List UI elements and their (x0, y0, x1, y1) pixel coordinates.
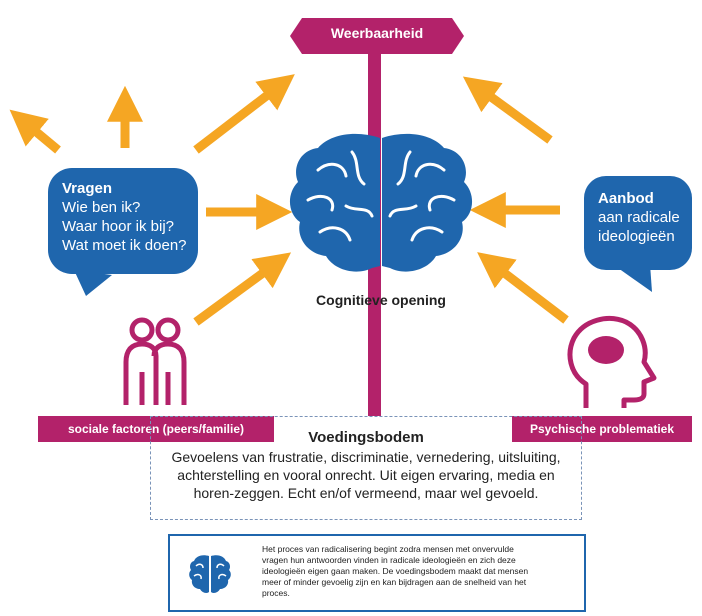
arrow-to-signpost-left (193, 74, 295, 154)
signpost-sign (290, 18, 464, 54)
offer-title: Aanbod (598, 190, 654, 207)
questions-title: Vragen (62, 180, 113, 197)
signpost-label: Weerbaarheid (330, 25, 424, 41)
questions-line-3: Wat moet ik doen? (62, 237, 187, 254)
voedingsbodem-box: Voedingsbodem Gevoelens van frustratie, … (150, 416, 582, 520)
note-line-4: meer of minder gevoelig zijn en kan bijd… (262, 577, 527, 587)
right-bubble-tail (618, 264, 652, 292)
questions-line-1: Wie ben ik? (62, 199, 141, 216)
voedingsbodem-line-3: horen-zeggen. Echt en/of vermeend, maar … (193, 485, 539, 501)
voedingsbodem-line-1: Gevoelens van frustratie, discriminatie,… (171, 449, 561, 465)
left-bubble-tail (74, 270, 112, 296)
voedingsbodem-line-2: achterstelling en vooral onrecht. Uit ei… (177, 467, 555, 483)
voedingsbodem-title: Voedingsbodem (308, 429, 424, 446)
brain-icon (189, 555, 231, 593)
questions-line-2: Waar hoor ik bij? (62, 218, 174, 235)
note-box: Het proces van radicalisering begint zod… (168, 534, 586, 612)
arrow-top-left-out (9, 109, 61, 154)
psychic-problems-label: Psychische problematiek (512, 416, 692, 442)
brain-icon (289, 133, 473, 272)
arrow-from-psychic (477, 252, 569, 324)
arrow-to-signpost-right (462, 76, 553, 144)
arrows (9, 74, 569, 326)
note-text: Het proces van radicalisering begint zod… (262, 544, 580, 599)
center-label: Cognitieve opening (316, 292, 446, 308)
note-line-3: ideologieën eigen gaan maken. De voeding… (262, 566, 529, 576)
offer-bubble: Aanbod aan radicale ideologieën (584, 176, 692, 270)
questions-bubble: Vragen Wie ben ik? Waar hoor ik bij? Wat… (48, 168, 198, 274)
note-line-5: proces. (262, 588, 290, 598)
note-line-2: vragen hun antwoorden vinden in radicale… (262, 555, 516, 565)
note-line-1: Het proces van radicalisering begint zod… (262, 544, 514, 554)
arrow-from-social (193, 252, 292, 326)
head-brain-icon (567, 316, 657, 408)
people-icon (123, 317, 187, 405)
offer-line-2: ideologieën (598, 228, 675, 245)
social-factors-label: sociale factoren (peers/familie) (38, 416, 274, 442)
offer-line-1: aan radicale (598, 209, 680, 226)
